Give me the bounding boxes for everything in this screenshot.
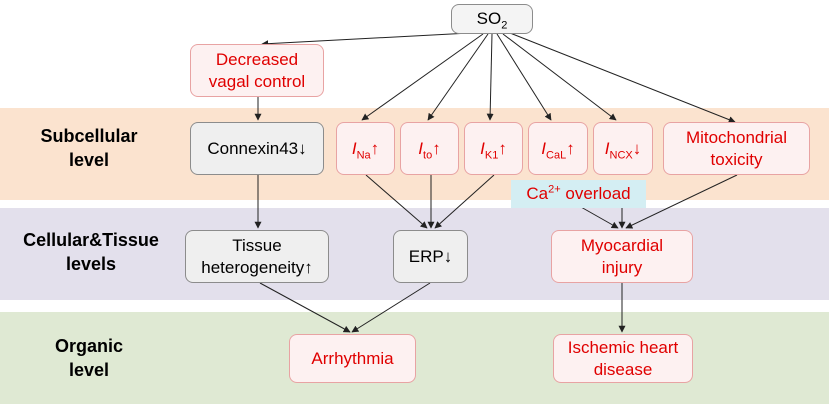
connexin43-node: Connexin43↓ bbox=[190, 122, 324, 175]
arrow-ina-erp bbox=[365, 174, 428, 229]
incx-node: INCX↓ bbox=[593, 122, 653, 175]
erp-node: ERP↓ bbox=[393, 230, 468, 283]
arrow-so2-mito bbox=[509, 32, 736, 123]
arrhythmia-node: Arrhythmia bbox=[289, 334, 416, 383]
arrow-so2-ik1 bbox=[486, 33, 494, 121]
arrow-so2-vagal bbox=[261, 32, 471, 48]
arrow-so2-ito bbox=[427, 33, 489, 121]
arrow-so2-ical bbox=[496, 33, 552, 121]
arrow-erp-arrhythmia bbox=[351, 282, 431, 333]
arrow-mito-myocardial bbox=[625, 174, 738, 229]
arrow-so2-incx bbox=[502, 33, 617, 121]
ca-overload-label: Ca2+ overload bbox=[511, 180, 646, 208]
arrow-ik1-erp bbox=[434, 174, 495, 229]
ical-node: ICaL↑ bbox=[528, 122, 588, 175]
ina-node: INa↑ bbox=[336, 122, 395, 175]
ito-node: Ito↑ bbox=[400, 122, 459, 175]
so2-node: SO2 bbox=[451, 4, 533, 34]
arrow-so2-ina bbox=[361, 33, 484, 121]
arrow-tissue-arrhythmia bbox=[259, 282, 351, 333]
ik1-node: IK1↑ bbox=[464, 122, 523, 175]
